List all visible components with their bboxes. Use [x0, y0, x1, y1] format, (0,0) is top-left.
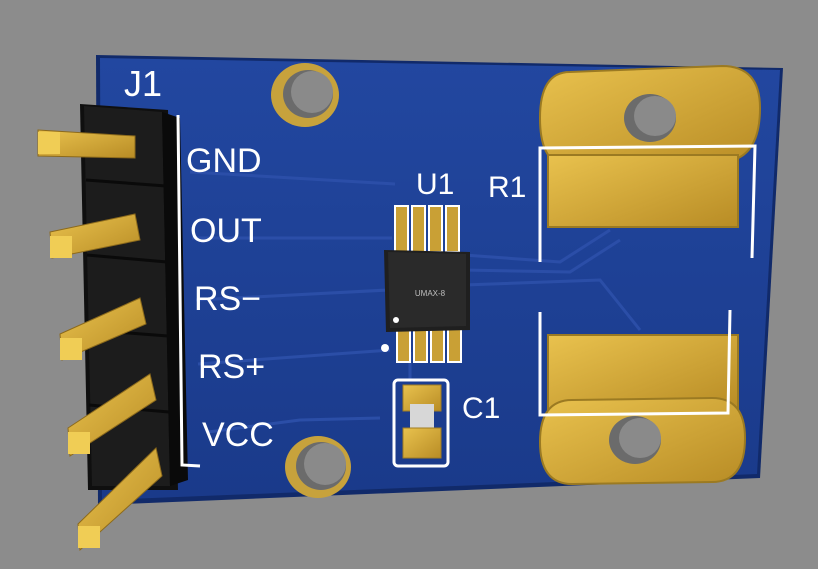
pin-label-out: OUT	[190, 212, 262, 250]
pin-label-rs-minus: RS−	[194, 280, 261, 318]
shunt-pad-top	[538, 64, 762, 228]
pin-label-vcc: VCC	[202, 416, 274, 454]
pin-label-gnd: GND	[186, 142, 262, 180]
u1-bottom-pins	[396, 321, 462, 363]
u1-ic: UMAX-8	[381, 205, 470, 363]
ic-package-marking: UMAX-8	[415, 289, 446, 298]
j1-pin-header	[37, 104, 188, 552]
j1-silkscreen-outline	[176, 114, 201, 468]
pin-label-rs-plus: RS+	[198, 348, 265, 386]
c1-capacitor	[392, 378, 450, 468]
j1-label: J1	[124, 63, 162, 104]
pin1-marker	[393, 317, 399, 323]
shunt-pad-bottom	[538, 334, 747, 486]
u1-label: U1	[416, 168, 454, 201]
mounting-hole-top	[271, 63, 339, 127]
r1-silkscreen-outline	[538, 144, 757, 417]
pin1-dot	[381, 344, 389, 352]
r1-label: R1	[488, 171, 526, 204]
u1-top-pins	[394, 205, 460, 253]
mounting-hole-bottom	[285, 436, 351, 498]
c1-label: C1	[462, 392, 500, 425]
